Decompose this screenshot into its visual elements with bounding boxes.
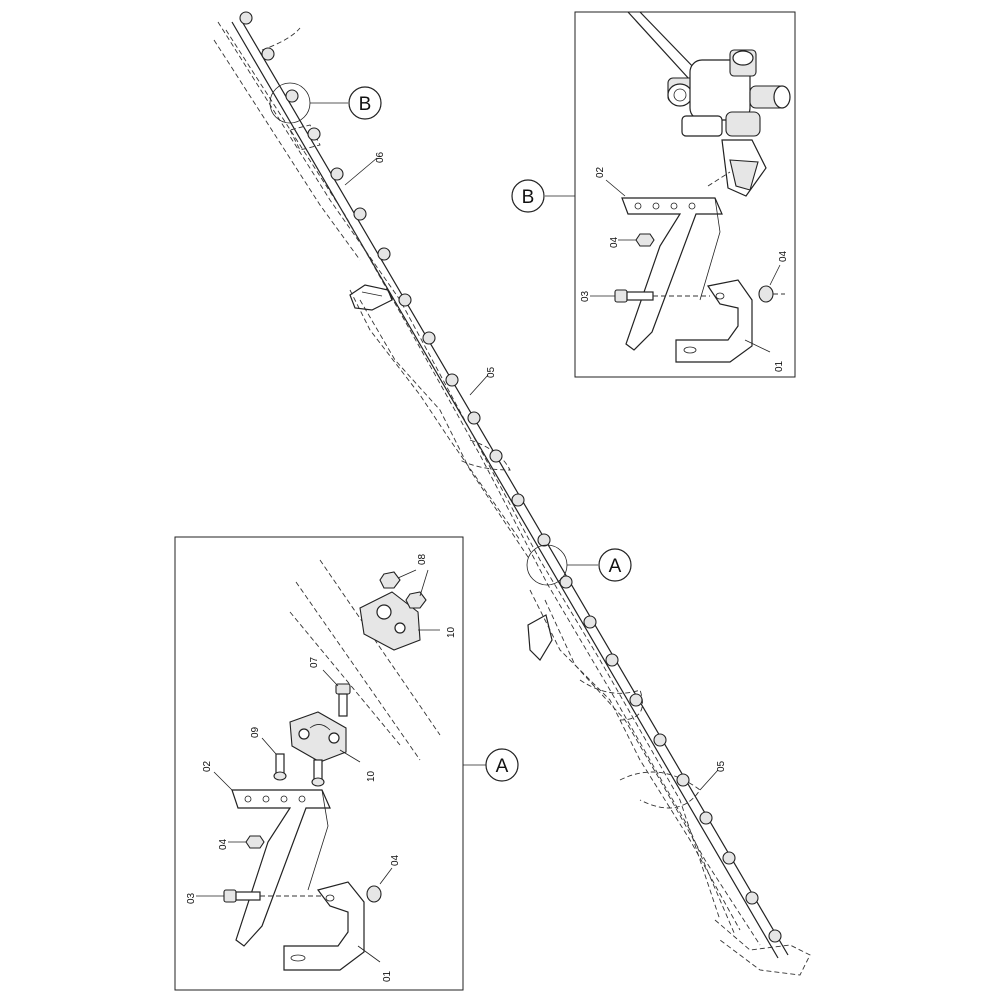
detail-b-letter: B xyxy=(522,187,535,208)
callout-a-main: A xyxy=(526,544,632,586)
detail-a-label-03: 03 xyxy=(186,892,197,904)
callout-a-letter: A xyxy=(609,556,622,577)
detail-a-label-02: 02 xyxy=(202,760,213,772)
detail-a-letter: A xyxy=(496,756,509,777)
boom-assembly xyxy=(213,17,811,976)
callout-b-main: B xyxy=(269,82,382,124)
detail-a-bracket-01: 01 xyxy=(283,881,393,982)
nozzle-row xyxy=(239,11,782,943)
detail-a-label-10a: 10 xyxy=(446,626,457,638)
detail-a-bolt-07: 07 xyxy=(309,656,351,717)
detail-b-label-04a: 04 xyxy=(609,236,620,248)
detail-a-label-10b: 10 xyxy=(366,770,377,782)
detail-a-label-01: 01 xyxy=(382,970,393,982)
boom-labels: 06 05 05 xyxy=(344,151,727,791)
detail-b-panel: B 02 xyxy=(511,11,796,378)
detail-b-label-03: 03 xyxy=(580,290,591,302)
detail-a-label-07: 07 xyxy=(309,656,320,668)
nozzle-valve-body xyxy=(627,11,791,197)
detail-b-label-01: 01 xyxy=(774,360,785,372)
callout-b-letter: B xyxy=(359,94,372,115)
detail-b-label-04b: 04 xyxy=(778,250,789,262)
detail-a-nuts-08: 08 xyxy=(379,553,429,609)
detail-a-label-09: 09 xyxy=(250,726,261,738)
detail-b-bolt-03: 03 xyxy=(580,289,710,303)
detail-a-label-04b: 04 xyxy=(390,854,401,866)
detail-a-bolt-03: 03 xyxy=(186,889,330,904)
detail-a-label-08: 08 xyxy=(417,553,428,565)
detail-a-bolts-09: 09 xyxy=(250,726,325,787)
detail-b-nut-04-left: 04 xyxy=(609,233,655,248)
detail-b-label-02: 02 xyxy=(595,166,606,178)
label-05-lower: 05 xyxy=(716,760,727,772)
label-06: 06 xyxy=(375,151,386,163)
detail-a-clamp-10-lower: 10 xyxy=(289,711,377,782)
detail-a-nut-04-right: 04 xyxy=(366,854,401,903)
label-05-upper: 05 xyxy=(486,366,497,378)
detail-a-label-04a: 04 xyxy=(218,838,229,850)
detail-b-bracket-01: 01 xyxy=(675,279,785,372)
detail-a-clamp-10-upper: 10 xyxy=(359,591,457,651)
detail-b-nut-04-right: 04 xyxy=(758,250,789,303)
detail-b-bracket-02: 02 xyxy=(595,166,731,351)
detail-a-bracket-02: 02 xyxy=(202,760,331,947)
detail-a-panel: A 10 08 07 xyxy=(174,536,519,991)
detail-a-nut-04-left: 04 xyxy=(218,835,265,850)
